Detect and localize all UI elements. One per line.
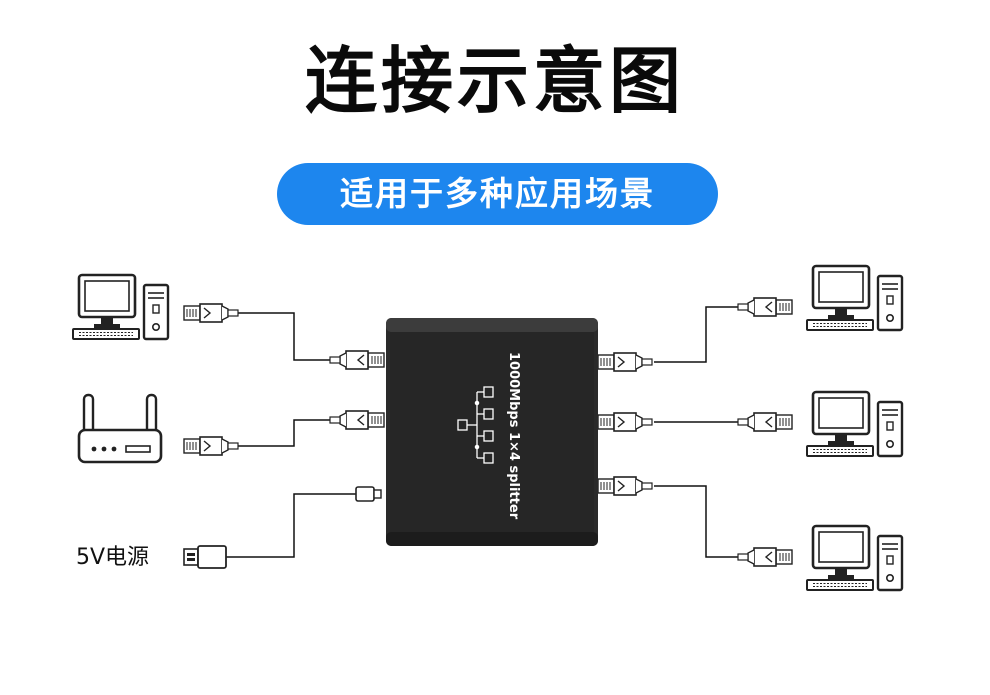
scenario-banner: 适用于多种应用场景 <box>277 163 718 225</box>
rj45-plug-icon <box>330 411 384 429</box>
rj45-plug-icon <box>183 303 239 323</box>
power-label: 5V电源 <box>76 545 150 570</box>
router-icon <box>77 393 163 464</box>
rj45-plug-icon <box>597 352 653 372</box>
micro-usb-plug-icon <box>355 486 382 502</box>
rj45-plug-icon <box>597 476 653 496</box>
rj45-plug-icon <box>597 412 653 432</box>
rj45-plug-icon <box>330 351 384 369</box>
network-tree-icon <box>457 386 494 464</box>
device-model-label: 1000Mbps 1×4 splitter <box>506 352 521 520</box>
page-title: 连接示意图 <box>304 39 685 123</box>
rj45-plug-icon <box>738 298 792 316</box>
usb-plug-icon <box>183 545 227 569</box>
desktop-computer-icon <box>71 273 170 341</box>
splitter-device: 1000Mbps 1×4 splitter <box>386 318 598 546</box>
desktop-computer-icon <box>805 264 904 332</box>
desktop-computer-icon <box>805 524 904 592</box>
rj45-plug-icon <box>183 436 239 456</box>
rj45-plug-icon <box>738 413 792 431</box>
desktop-computer-icon <box>805 390 904 458</box>
rj45-plug-icon <box>738 548 792 566</box>
cable-lines <box>226 306 738 558</box>
